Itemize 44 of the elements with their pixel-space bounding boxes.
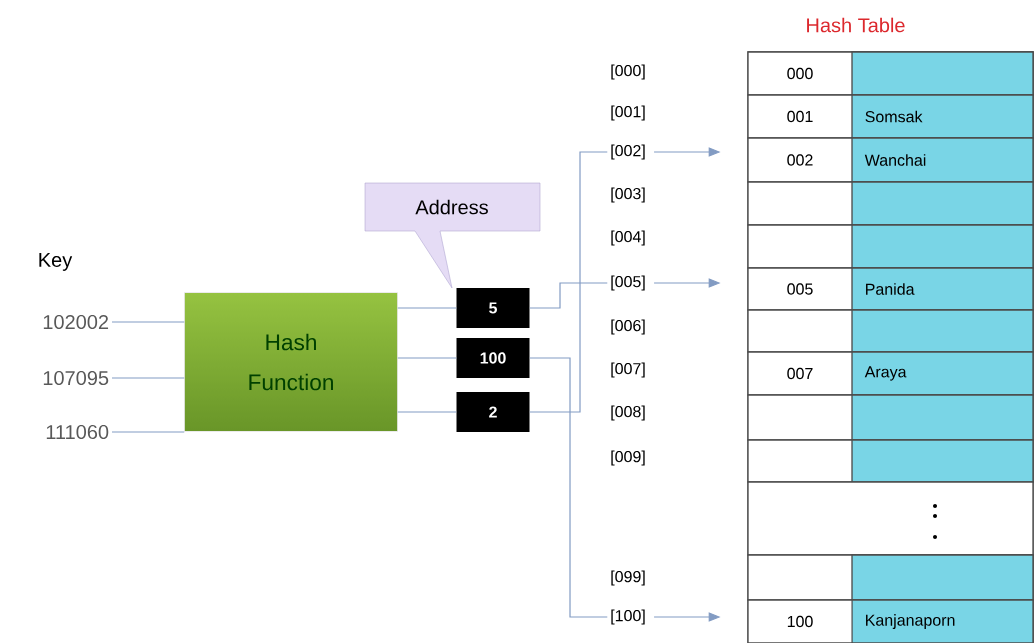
index-label: [099] <box>611 570 645 586</box>
table-row: 100 Kanjanaporn <box>747 599 1034 643</box>
table-row <box>747 224 1034 269</box>
index-label: [008] <box>611 405 645 421</box>
connector <box>111 377 185 379</box>
function-box: Hash Function <box>184 292 398 432</box>
table-row <box>747 309 1034 353</box>
address-box: 2 <box>456 392 530 432</box>
table-row: 005 Panida <box>747 267 1034 311</box>
connector <box>111 431 185 433</box>
connector <box>529 282 608 309</box>
connector <box>397 307 457 309</box>
table-row: 001 Somsak <box>747 94 1034 139</box>
table-row <box>747 394 1034 441</box>
index-label: [004] <box>611 230 645 246</box>
table-row: 007 Araya <box>747 351 1034 396</box>
node-label: Hash Table <box>807 17 905 33</box>
index-label: [005] <box>611 275 645 291</box>
callout-bubble: Address <box>364 182 541 289</box>
table-row <box>747 554 1034 601</box>
key-value: 111060 <box>46 424 109 440</box>
table-row <box>747 481 1034 556</box>
table-row: 000 <box>747 51 1034 96</box>
key-value: 102002 <box>43 314 109 330</box>
address-box: 100 <box>456 338 530 378</box>
table-row: 002 Wanchai <box>747 137 1034 183</box>
index-label: [000] <box>611 64 645 80</box>
table-row <box>747 439 1034 483</box>
key-heading: Key <box>39 253 73 271</box>
index-label: [002] <box>611 144 645 160</box>
index-label: [006] <box>611 319 645 335</box>
index-label: [007] <box>611 362 645 378</box>
index-label: [003] <box>611 187 645 203</box>
key-value: 107095 <box>43 370 109 386</box>
connector <box>111 321 185 323</box>
index-label: [100] <box>611 609 645 625</box>
index-label: [009] <box>611 450 645 466</box>
address-box: 5 <box>456 288 530 328</box>
table-row <box>747 181 1034 226</box>
index-label: [001] <box>611 105 645 121</box>
connector <box>529 357 608 618</box>
connector <box>397 411 457 413</box>
connector <box>529 151 608 413</box>
connector <box>397 357 457 359</box>
